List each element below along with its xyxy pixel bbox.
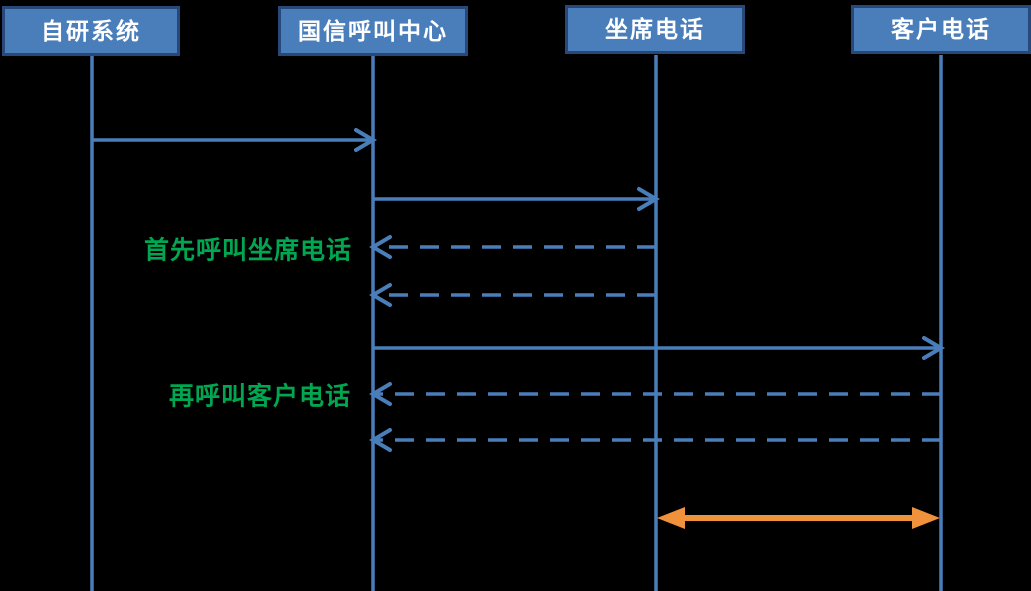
message-1-arrowhead [354, 128, 377, 152]
actor-box-self-system: 自研系统 [2, 6, 180, 56]
message-5-arrowhead [922, 336, 945, 360]
message-8-arrowhead-right [912, 507, 940, 529]
actor-label-customer-phone: 客户电话 [891, 16, 991, 43]
message-4-arrowhead [369, 283, 392, 307]
actor-label-agent-phone: 坐席电话 [605, 16, 705, 43]
message-2-arrowhead [637, 187, 660, 211]
annotation-first-call-agent-phone: 首先呼叫坐席电话 [143, 235, 353, 265]
message-8-arrowhead-left [657, 507, 685, 529]
message-6-arrowhead [369, 382, 392, 406]
actor-label-guoxin-call-center: 国信呼叫中心 [298, 17, 448, 45]
actor-box-guoxin-call-center: 国信呼叫中心 [278, 6, 468, 56]
message-3-arrowhead [369, 235, 392, 259]
actor-label-self-system: 自研系统 [41, 17, 141, 45]
actor-box-customer-phone: 客户电话 [851, 5, 1031, 54]
actor-box-agent-phone: 坐席电话 [565, 5, 745, 54]
annotation-then-call-customer-phone: 再呼叫客户电话 [168, 381, 352, 411]
message-7-arrowhead [369, 428, 392, 452]
